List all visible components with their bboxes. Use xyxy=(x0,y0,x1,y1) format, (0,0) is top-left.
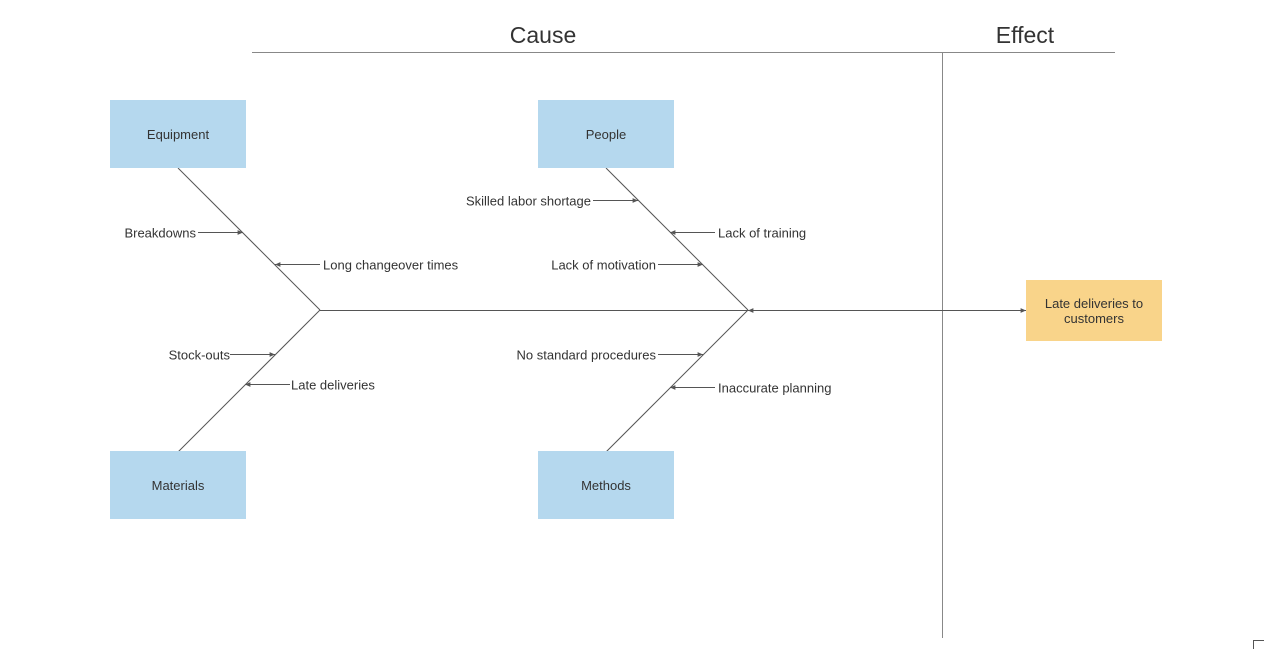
cause-label-stock-outs: Stock-outs xyxy=(168,347,230,363)
cause-label-no-standard: No standard procedures xyxy=(516,347,656,363)
cause-heading: Cause xyxy=(509,22,577,48)
category-box-equipment[interactable]: Equipment xyxy=(110,100,246,168)
category-box-people[interactable]: People xyxy=(538,100,674,168)
resize-handle-icon[interactable] xyxy=(1253,640,1264,649)
category-box-materials[interactable]: Materials xyxy=(110,451,246,519)
bone-people xyxy=(605,167,749,311)
cause-label-inaccurate-planning: Inaccurate planning xyxy=(718,380,832,396)
effect-box[interactable]: Late deliveries to customers xyxy=(1026,280,1162,341)
cause-label-lack-training: Lack of training xyxy=(718,225,807,241)
bone-equipment xyxy=(177,167,321,311)
cause-label-breakdowns: Breakdowns xyxy=(124,225,196,241)
bone-materials xyxy=(177,309,321,453)
cause-label-skilled-labor: Skilled labor shortage xyxy=(465,193,591,209)
effect-heading: Effect xyxy=(995,22,1055,48)
cause-label-long-changeover: Long changeover times xyxy=(323,257,459,273)
category-box-methods[interactable]: Methods xyxy=(538,451,674,519)
bone-methods xyxy=(605,309,749,453)
cause-label-lack-motivation: Lack of motivation xyxy=(551,257,656,273)
cause-label-late-deliveries: Late deliveries xyxy=(291,377,375,393)
